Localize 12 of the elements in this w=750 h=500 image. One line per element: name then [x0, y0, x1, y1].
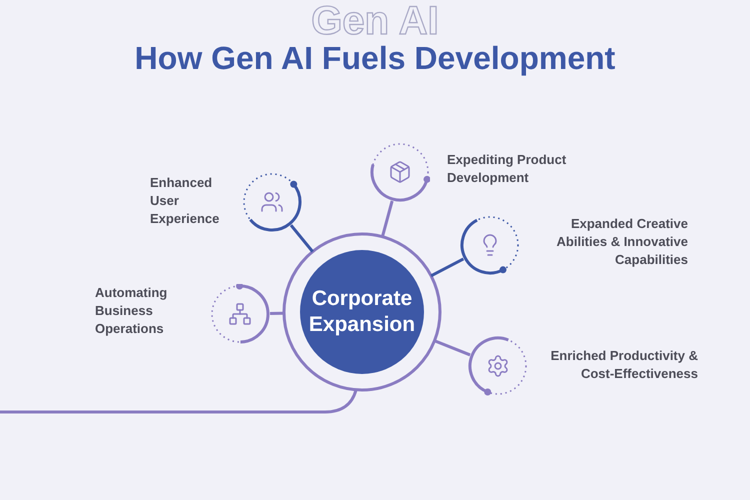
title: How Gen AI Fuels Development: [134, 40, 616, 77]
connector: [270, 312, 284, 315]
step-label: Enhanced User Experience: [150, 174, 220, 228]
connector: [290, 224, 314, 253]
connector: [430, 258, 464, 278]
step-label: Enriched Productivity & Cost-Effectiveness: [550, 347, 698, 383]
connector: [380, 200, 394, 238]
background-word: Gen AI: [310, 0, 440, 42]
step-label: Automating Business Operations: [95, 284, 168, 338]
step-label: Expanded Creative Abilities & Innovative Capabilities: [556, 215, 688, 269]
connector: [434, 339, 471, 356]
step-label: Expediting Product Development: [447, 151, 568, 187]
